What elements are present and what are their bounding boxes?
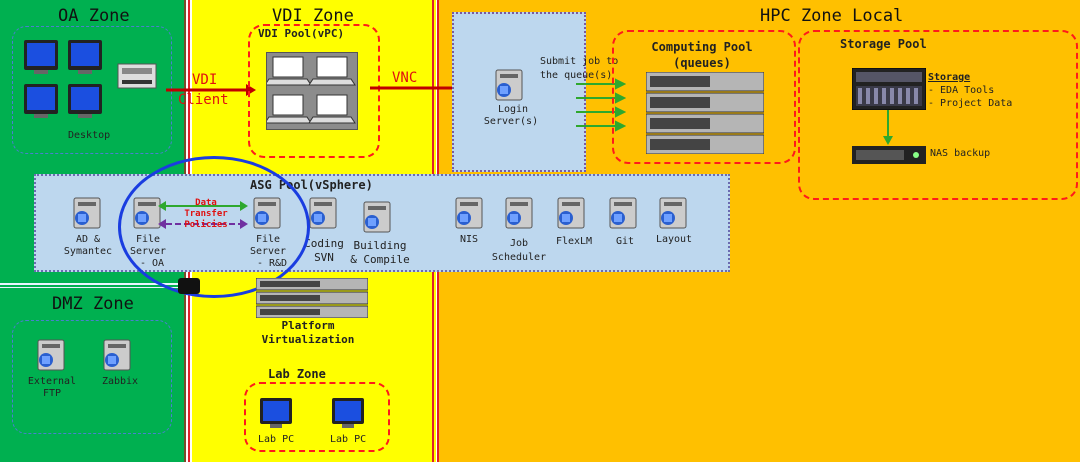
oa-zone-title: OA Zone <box>58 6 130 26</box>
dmz-zone-title: DMZ Zone <box>52 294 134 314</box>
storage-item-eda: - EDA Tools <box>928 85 995 96</box>
backup-arrow <box>883 110 893 145</box>
server-icon <box>363 201 391 233</box>
compute-rack-icon <box>646 72 764 154</box>
server-icon <box>309 197 337 229</box>
building-label-2: & Compile <box>350 253 410 266</box>
server-icon <box>455 197 483 229</box>
lab-pc-icon <box>332 398 364 428</box>
job-submit-arrows <box>576 78 626 132</box>
nas-icon <box>852 146 926 164</box>
lab-pc-label-1: Lab PC <box>258 434 295 445</box>
ftp-label: External FTP <box>27 376 77 399</box>
server-icon <box>557 197 585 229</box>
job-label-2: Scheduler <box>491 252 547 263</box>
vdi-pool-image <box>264 52 358 130</box>
flexlm-label: FlexLM <box>555 236 593 247</box>
building-label-1: Building <box>353 239 407 252</box>
login-label-2: Server(s) <box>483 116 539 127</box>
server-icon <box>37 339 65 371</box>
storage-array-icon <box>852 68 926 110</box>
storage-pool-box <box>798 30 1078 200</box>
storage-item-project: - Project Data <box>928 98 1013 109</box>
server-icon <box>659 197 687 229</box>
layout-label: Layout <box>655 234 693 245</box>
platform-label-2: Virtualization <box>261 333 355 346</box>
hpc-zone-title: HPC Zone Local <box>760 6 904 26</box>
vdi-zone-title: VDI Zone <box>272 6 354 26</box>
server-icon <box>609 197 637 229</box>
server-icon <box>495 69 523 101</box>
computing-pool-title-1: Computing Pool <box>651 40 753 54</box>
vnc-label: VNC <box>392 70 418 86</box>
server-icon <box>505 197 533 229</box>
highlight-circle <box>118 156 310 298</box>
computing-pool-box <box>612 30 796 164</box>
vdi-pool-title: VDI Pool(vPC) <box>258 27 345 40</box>
zone-divider <box>0 283 190 285</box>
ad-label-1: AD & <box>75 234 101 245</box>
ad-label-2: Symantec <box>63 246 113 257</box>
coding-label-2: SVN <box>314 251 334 264</box>
zone-divider <box>0 287 190 288</box>
nis-label: NIS <box>459 234 479 245</box>
desktop-label: Desktop <box>68 130 111 141</box>
coding-label-1: Coding <box>304 237 344 250</box>
lab-zone-box <box>244 382 390 452</box>
desktop-pc-icon <box>24 40 157 118</box>
vdi-client-label-2: Client <box>178 92 229 108</box>
submit-job-label-1: Submit job to <box>540 56 619 67</box>
vdi-client-label-1: VDI <box>192 72 218 88</box>
vdi-pool-box <box>248 24 380 158</box>
server-icon <box>103 339 131 371</box>
laptop-icon <box>264 56 356 124</box>
firewall-icon <box>178 278 200 294</box>
nas-label: NAS backup <box>930 148 991 159</box>
zabbix-label: Zabbix <box>101 376 139 387</box>
computing-pool-title-2: (queues) <box>673 56 731 70</box>
platform-server-icon <box>256 278 368 318</box>
lab-pc-icon <box>260 398 292 428</box>
server-icon <box>73 197 101 229</box>
storage-pool-title: Storage Pool <box>840 37 927 51</box>
job-label-1: Job <box>509 238 529 249</box>
lab-zone-title: Lab Zone <box>268 367 326 381</box>
login-label-1: Login <box>497 104 529 115</box>
platform-label-1: Platform <box>281 319 335 332</box>
lab-pc-label-2: Lab PC <box>330 434 367 445</box>
git-label: Git <box>615 236 635 247</box>
submit-job-label-2: the queue(s) <box>540 70 613 81</box>
storage-label: Storage <box>928 72 971 83</box>
dmz-group <box>12 320 172 434</box>
